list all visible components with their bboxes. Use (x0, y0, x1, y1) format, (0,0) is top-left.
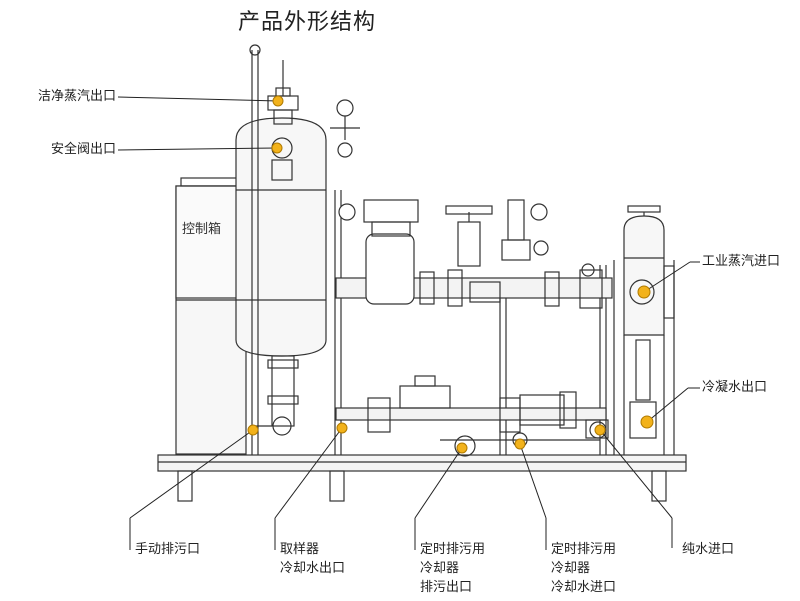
callout-line: 定时排污用 (420, 542, 486, 557)
callout-line: 取样器 (280, 542, 320, 557)
callout-line: 冷却水进口 (551, 580, 617, 595)
marker-condensate-outlet (640, 415, 654, 429)
callout-manual-drain: 手动排污口 (135, 542, 201, 557)
callout-pure-water-inlet: 纯水进口 (682, 542, 735, 557)
page-title: 产品外形结构 (238, 10, 377, 35)
main-tank (235, 117, 327, 357)
callout-timed-drain-cooler-inlet: 定时排污用 冷却器 冷却水进口 (551, 542, 616, 596)
marker-clean-steam-outlet (272, 95, 284, 107)
marker-sampler-cooling-outlet (336, 422, 348, 434)
callout-line: 定时排污用 (551, 542, 617, 557)
control-box-label: 控制箱 (182, 222, 222, 237)
callout-line: 冷却器 (420, 561, 460, 576)
marker-timed-drain-cooler-inlet (514, 438, 526, 450)
marker-pure-water-inlet (594, 424, 606, 436)
right-vessel (623, 215, 665, 336)
marker-timed-drain-cooler-drain (456, 442, 468, 454)
base-leg (177, 470, 193, 502)
base-frame (157, 454, 687, 472)
callout-line: 冷却器 (551, 561, 591, 576)
callout-clean-steam-outlet: 洁净蒸汽出口 (37, 89, 116, 104)
leader-safety-valve-outlet (117, 147, 278, 151)
marker-manual-drain (247, 424, 259, 436)
callout-line: 排污出口 (420, 580, 473, 595)
callout-line: 冷却水出口 (280, 561, 346, 576)
marker-safety-valve-outlet (271, 142, 283, 154)
callout-safety-valve-outlet: 安全阀出口 (50, 142, 116, 157)
marker-industrial-steam-inlet (637, 285, 651, 299)
leader-clean-steam-outlet (117, 96, 279, 102)
base-leg (329, 470, 345, 502)
callout-timed-drain-cooler-drain: 定时排污用 冷却器 排污出口 (420, 542, 485, 596)
callout-sampler-cooling-outlet: 取样器 冷却水出口 (280, 542, 345, 577)
callout-condensate-outlet: 冷凝水出口 (702, 380, 768, 395)
base-leg (651, 470, 667, 502)
callout-industrial-steam-inlet: 工业蒸汽进口 (702, 254, 781, 269)
